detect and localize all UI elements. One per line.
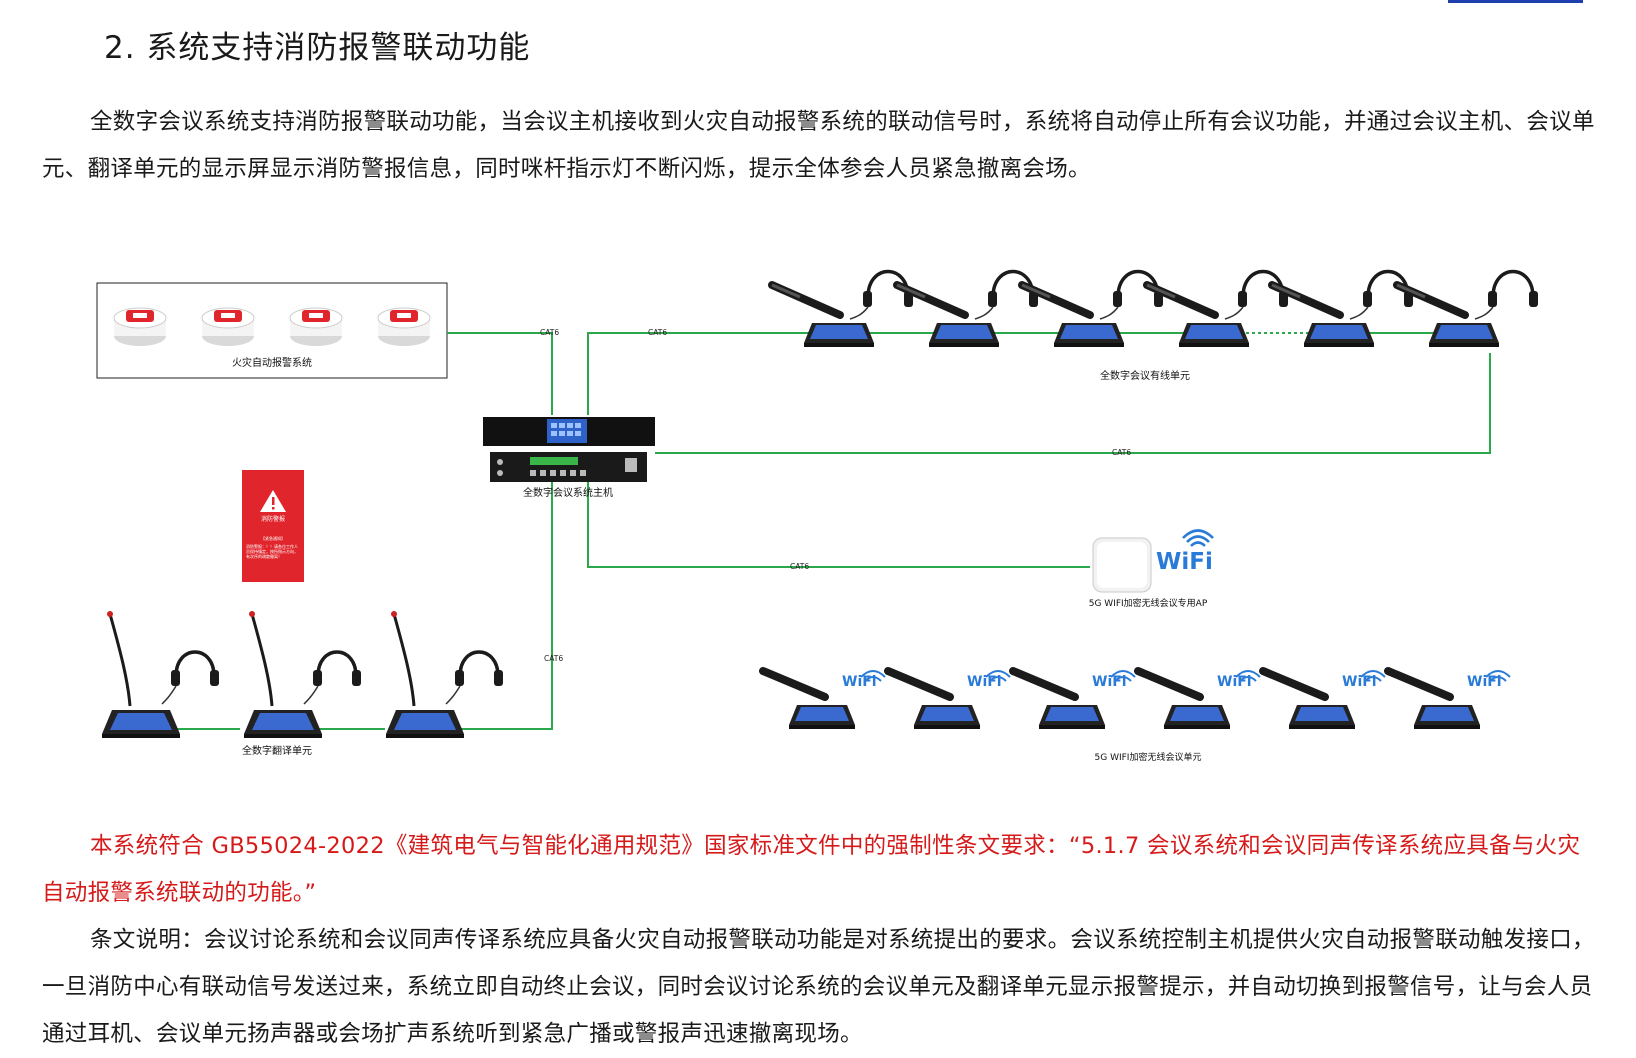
cable-lines bbox=[165, 332, 1491, 730]
wired-conference-unit bbox=[772, 272, 913, 348]
alert-panel-title: 消防警报 bbox=[261, 515, 285, 523]
translation-units-label: 全数字翻译单元 bbox=[242, 744, 312, 757]
cat6-label: CAT6 bbox=[544, 654, 563, 663]
wifi-logo: WiFi bbox=[1156, 549, 1213, 575]
top-link-underline[interactable] bbox=[1448, 0, 1583, 3]
wifi-logo: WiFi bbox=[1092, 674, 1127, 690]
wifi-ap-device: WiFi bbox=[1092, 529, 1214, 593]
section-heading: 2. 系统支持消防报警联动功能 bbox=[104, 30, 531, 66]
wireless-units-label: 5G WIFI加密无线会议单元 bbox=[1095, 751, 1202, 763]
wifi-logo: WiFi bbox=[1342, 674, 1377, 690]
alert-panel-body: 消防警报：！！请各位工作人员保持镇定，按所指示方向，有次序的疏散撤离！ bbox=[246, 544, 298, 559]
wifi-logo: WiFi bbox=[842, 674, 877, 690]
wired-conference-unit bbox=[1022, 272, 1163, 348]
standard-paragraph: 本系统符合 GB55024-2022《建筑电气与智能化通用规范》国家标准文件中的… bbox=[42, 833, 1581, 906]
fire-alarm-label: 火灾自动报警系统 bbox=[232, 356, 312, 369]
translation-unit bbox=[100, 609, 221, 740]
fire-alert-panel: 消防警报 【紧急通知】 消防警报：！！请各位工作人员保持镇定，按所指示方向，有次… bbox=[242, 470, 304, 582]
cat6-label: CAT6 bbox=[540, 328, 559, 337]
conference-host-device bbox=[483, 417, 655, 482]
ap-label: 5G WIFI加密无线会议专用AP bbox=[1089, 597, 1208, 609]
cat6-label: CAT6 bbox=[790, 562, 809, 571]
wifi-logo: WiFi bbox=[967, 674, 1002, 690]
wired-units-label: 全数字会议有线单元 bbox=[1100, 369, 1190, 382]
cat6-label: CAT6 bbox=[1112, 448, 1131, 457]
wifi-logo: WiFi bbox=[1467, 674, 1502, 690]
wifi-icon bbox=[1182, 529, 1214, 547]
translation-unit bbox=[242, 609, 363, 740]
explanation-paragraph: 条文说明：会议讨论系统和会议同声传译系统应具备火灾自动报警联动功能是对系统提出的… bbox=[42, 927, 1595, 1047]
smoke-detector-icon bbox=[113, 307, 167, 347]
translation-unit bbox=[384, 609, 505, 740]
wifi-logo: WiFi bbox=[1217, 674, 1252, 690]
wired-conference-unit bbox=[1147, 272, 1288, 348]
smoke-detector-icon bbox=[289, 307, 343, 347]
system-diagram: 火灾自动报警系统 CAT6 CAT6 CAT6 CAT6 CAT6 bbox=[96, 240, 1636, 763]
host-label: 全数字会议系统主机 bbox=[523, 486, 613, 499]
wired-conference-unit bbox=[897, 272, 1038, 348]
intro-paragraph: 全数字会议系统支持消防报警联动功能，当会议主机接收到火灾自动报警系统的联动信号时… bbox=[42, 109, 1595, 182]
wired-conference-unit bbox=[1397, 272, 1538, 348]
smoke-detector-icon bbox=[377, 307, 431, 347]
wired-conference-unit bbox=[1272, 272, 1413, 348]
smoke-detector-icon bbox=[201, 307, 255, 347]
cat6-label: CAT6 bbox=[648, 328, 667, 337]
alert-panel-subtitle: 【紧急通知】 bbox=[261, 535, 285, 541]
